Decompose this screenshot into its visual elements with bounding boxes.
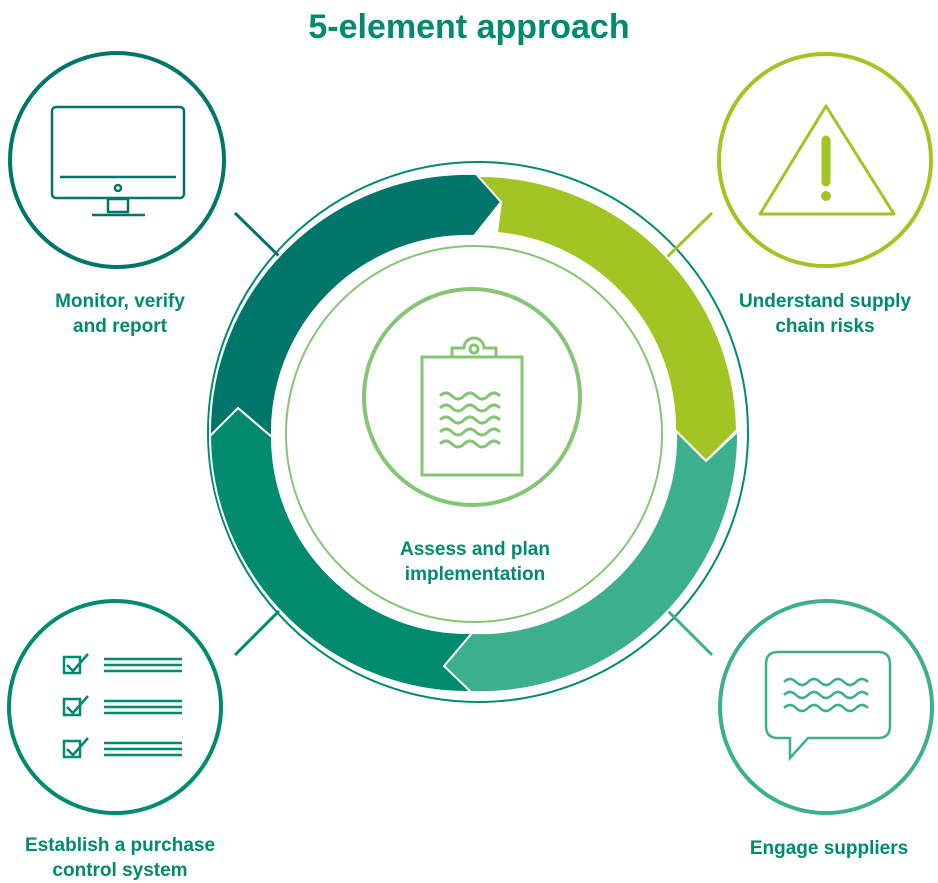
outer-ring	[207, 161, 749, 703]
establish-label-line-1: Establish a purchase	[24, 835, 216, 856]
warning-icon	[758, 104, 896, 216]
understand-label-line-2: chain risks	[775, 316, 875, 337]
connector-understand	[660, 211, 714, 264]
center-label: Assess and plan implementation	[350, 537, 600, 587]
connector-establish	[233, 603, 287, 657]
speech-bubble-icon	[764, 650, 892, 762]
monitor-icon	[50, 105, 186, 217]
segment-monitor	[208, 172, 503, 440]
establish-label-line-2: control system	[52, 860, 188, 881]
inner-ring	[285, 245, 663, 623]
monitor-label-line-2: and report	[73, 316, 167, 337]
segment-understand	[472, 174, 739, 463]
center-icon-circle	[362, 287, 582, 507]
understand-label-line-1: Understand supply	[738, 291, 912, 312]
clipboard-icon	[420, 336, 524, 477]
diagram-title: 5-element approach	[308, 8, 630, 46]
connector-monitor	[233, 211, 287, 264]
monitor-label-line-1: Monitor, verify	[55, 291, 185, 312]
understand-label: Understand supply chain risks	[715, 289, 935, 339]
connector-engage	[660, 603, 714, 657]
engage-label-line-1: Engage suppliers	[749, 838, 909, 859]
establish-label: Establish a purchase control system	[0, 833, 240, 883]
center-label-line-1: Assess and plan	[400, 539, 550, 560]
engage-label: Engage suppliers	[724, 836, 934, 861]
center-label-line-2: implementation	[404, 564, 546, 585]
monitor-label: Monitor, verify and report	[20, 289, 220, 339]
checklist-icon	[62, 653, 182, 759]
monitor-node-circle	[8, 51, 226, 269]
engage-node-circle	[718, 599, 934, 815]
